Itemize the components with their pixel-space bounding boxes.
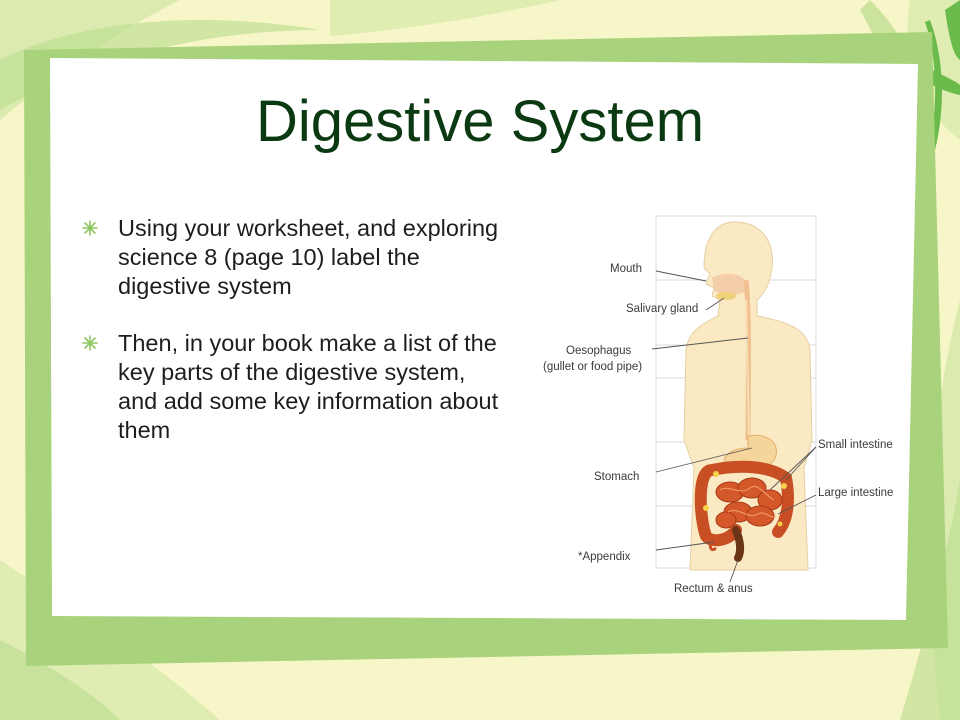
salivary-gland bbox=[716, 292, 736, 300]
label-large-intestine: Large intestine bbox=[818, 487, 894, 499]
label-oesophagus: Oesophagus bbox=[566, 345, 632, 357]
mouth-cavity bbox=[712, 273, 745, 295]
bullet-item: Using your worksheet, and exploring scie… bbox=[82, 214, 502, 301]
label-appendix: *Appendix bbox=[578, 551, 631, 563]
rectum bbox=[732, 526, 745, 562]
label-rectum-anus: Rectum & anus bbox=[674, 583, 753, 595]
appendix bbox=[708, 539, 718, 552]
slide-title: Digestive System bbox=[255, 89, 705, 154]
label-salivary-gland: Salivary gland bbox=[626, 303, 699, 315]
label-small-intestine: Small intestine bbox=[818, 439, 893, 451]
bullet-text: Using your worksheet, and exploring scie… bbox=[118, 215, 499, 299]
large-intestine bbox=[694, 460, 794, 547]
bullet-list: Using your worksheet, and exploring scie… bbox=[82, 214, 502, 473]
bullet-item: Then, in your book make a list of the ke… bbox=[82, 329, 502, 445]
sparkle-bullet-icon bbox=[82, 335, 98, 351]
small-intestine bbox=[715, 477, 783, 529]
bullet-text: Then, in your book make a list of the ke… bbox=[118, 330, 499, 443]
label-mouth: Mouth bbox=[610, 263, 642, 275]
label-oesophagus-note: (gullet or food pipe) bbox=[543, 361, 643, 373]
sparkle-bullet-icon bbox=[82, 220, 98, 236]
label-stomach: Stomach bbox=[594, 471, 640, 483]
